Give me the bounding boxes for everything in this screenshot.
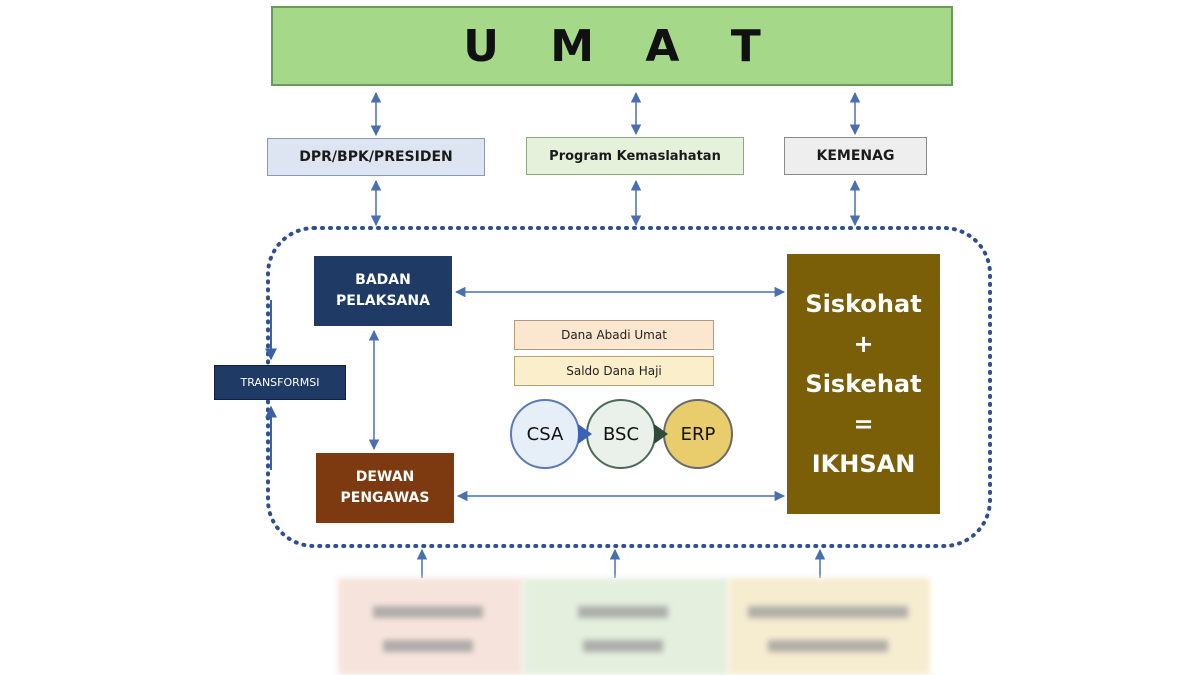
badan-line2: PELAKSANA xyxy=(336,293,430,309)
dewan-pengawas-box: DEWAN PENGAWAS xyxy=(316,453,454,523)
obscured-bottom-region xyxy=(338,578,930,675)
kemenag-box: KEMENAG xyxy=(784,137,927,175)
obscured-panel-middle xyxy=(523,578,728,675)
csa-pointer-icon xyxy=(578,424,592,444)
siskohat-ikhsan-box: Siskohat + Siskehat = IKHSAN xyxy=(787,254,940,514)
bsc-pointer-icon xyxy=(654,424,668,444)
bsc-circle: BSC xyxy=(586,399,656,469)
dana-abadi-umat-box: Dana Abadi Umat xyxy=(514,320,714,350)
siskohat-line2: + xyxy=(853,330,874,358)
dpr-bpk-presiden-box: DPR/BPK/PRESIDEN xyxy=(267,138,485,176)
siskohat-line3: Siskehat xyxy=(805,370,922,398)
dewan-line1: DEWAN xyxy=(355,469,415,485)
umat-banner: U M A T xyxy=(271,6,953,86)
saldo-dana-haji-box: Saldo Dana Haji xyxy=(514,356,714,386)
obscured-panel-left xyxy=(338,578,523,675)
siskohat-line5: IKHSAN xyxy=(811,450,916,478)
badan-line1: BADAN xyxy=(355,272,411,288)
siskohat-line4: = xyxy=(853,410,874,438)
dewan-line2: PENGAWAS xyxy=(340,490,430,506)
csa-circle: CSA xyxy=(510,399,580,469)
siskohat-line1: Siskohat xyxy=(805,290,922,318)
transformasi-box: TRANSFORMSI xyxy=(214,365,346,400)
badan-pelaksana-box: BADAN PELAKSANA xyxy=(314,256,452,326)
program-kemaslahatan-box: Program Kemaslahatan xyxy=(526,137,744,175)
erp-circle: ERP xyxy=(663,399,733,469)
obscured-panel-right xyxy=(728,578,930,675)
